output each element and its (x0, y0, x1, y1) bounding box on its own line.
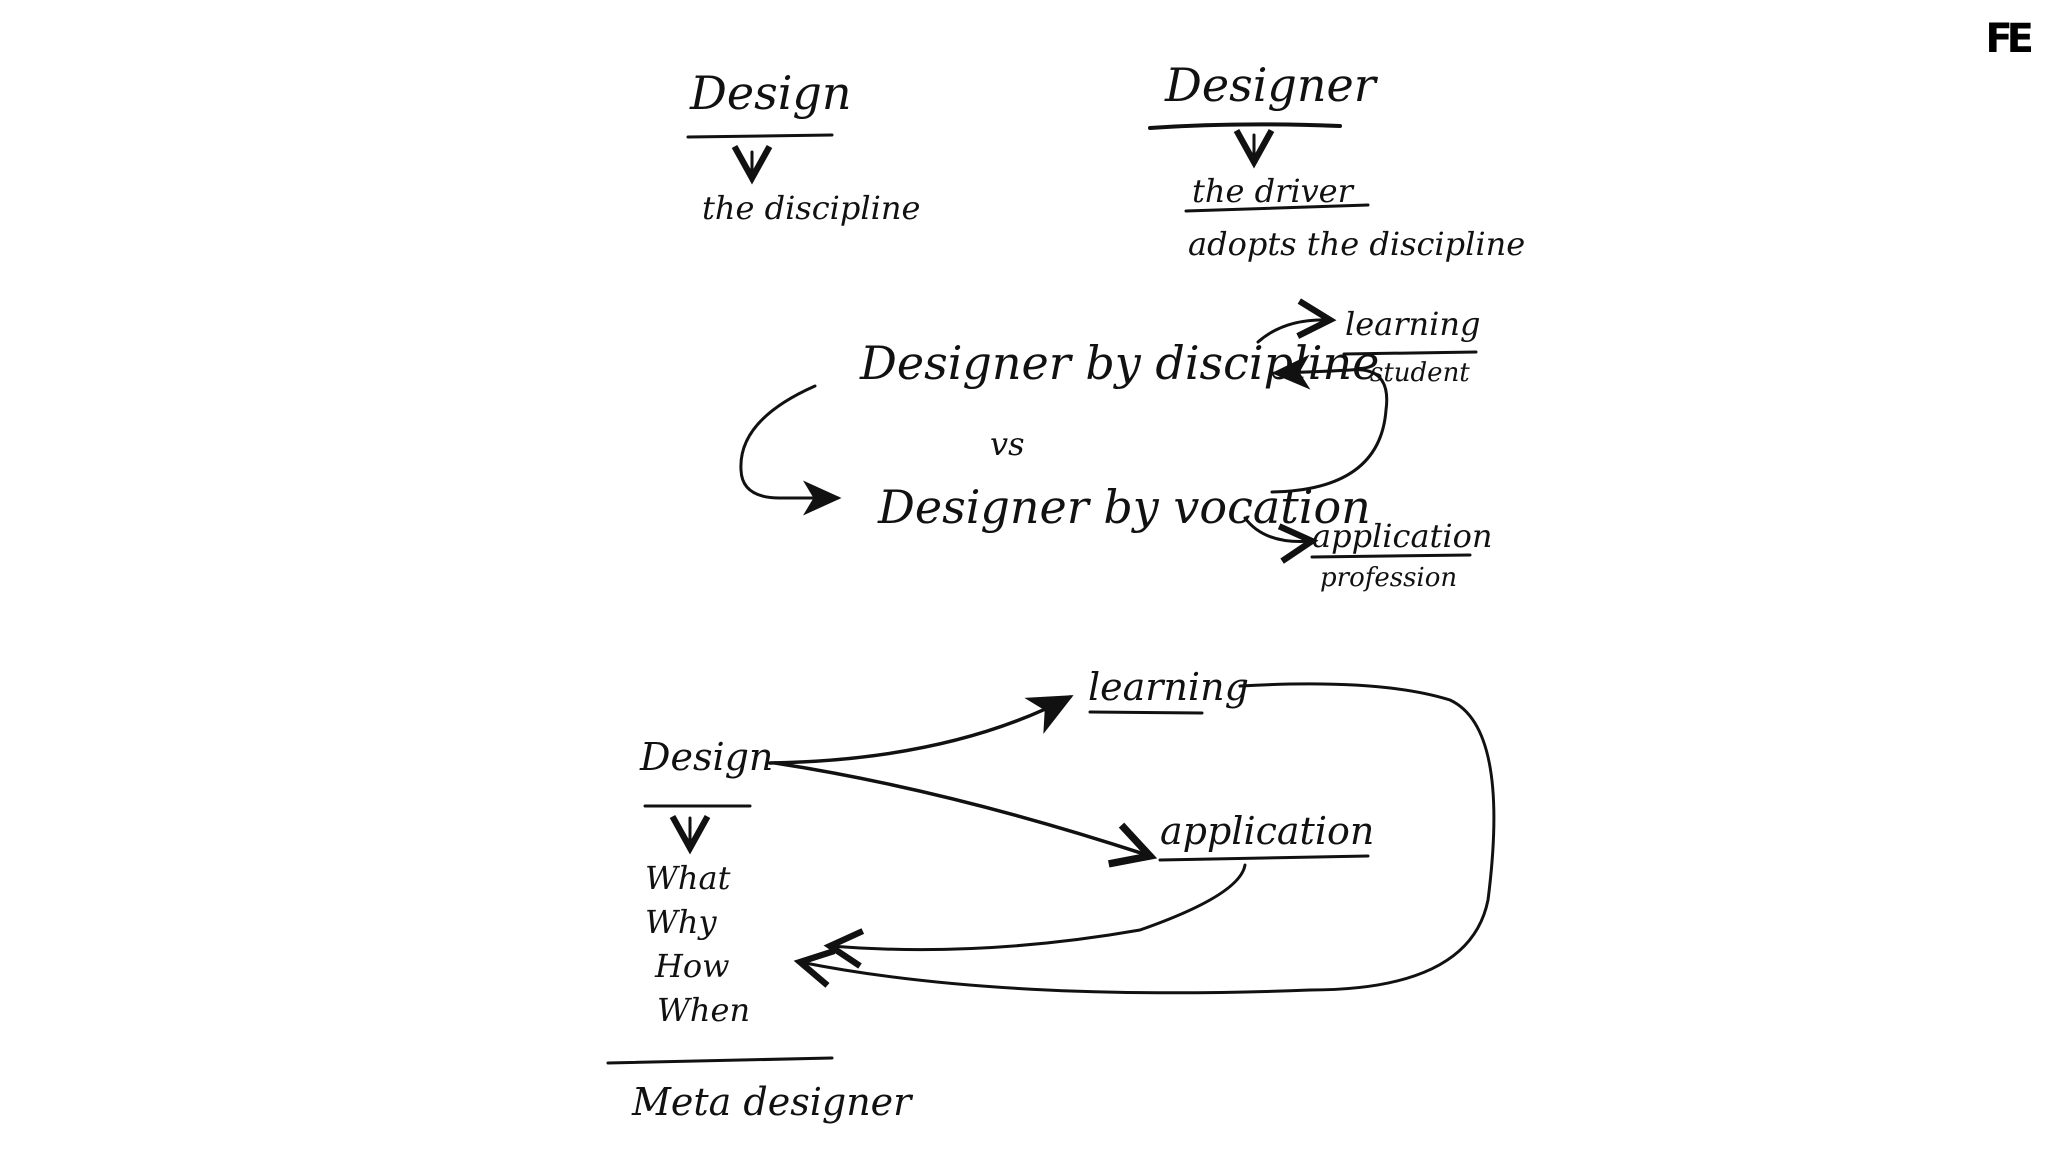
brand-logo: FE (1985, 16, 2034, 62)
discipline-outcome-learning: learning (1345, 305, 1481, 343)
bottom-learning-underline (1088, 710, 1204, 715)
designer-definition: the driver (1192, 172, 1353, 210)
bottom-learning-branch: learning (1088, 665, 1249, 709)
design-term: Design (690, 66, 852, 120)
question-how: How (655, 947, 730, 985)
driver-underline (1184, 203, 1370, 213)
vocation-outcome-application: application (1312, 517, 1493, 555)
design-to-learning-arrow (768, 695, 1074, 765)
vocation-to-discipline-loop (1270, 354, 1389, 494)
design-to-application-arrow (773, 761, 1158, 868)
vocation-role-profession: profession (1320, 563, 1458, 593)
discipline-role-student: student (1370, 358, 1470, 388)
discipline-to-learning-arrow (1256, 298, 1337, 344)
question-when: When (657, 991, 751, 1029)
design-underline (686, 133, 834, 139)
designer-underline (1148, 122, 1342, 130)
application-feedback-loop (823, 863, 1247, 969)
bottom-application-underline (1158, 854, 1370, 862)
bottom-application-branch: application (1160, 809, 1375, 853)
learning-feedback-loop (793, 682, 1496, 995)
discipline-to-vocation-loop (739, 384, 842, 516)
designer-note: adopts the discipline (1188, 225, 1526, 263)
application-underline-top (1310, 553, 1472, 559)
meta-divider (606, 1056, 834, 1065)
question-what: What (645, 859, 731, 897)
designer-term: Designer (1165, 58, 1376, 112)
designer-by-discipline: Designer by discipline (860, 336, 1380, 390)
bottom-design-root: Design (640, 735, 774, 779)
meta-designer-label: Meta designer (632, 1080, 912, 1124)
question-why: Why (645, 903, 717, 941)
design-definition: the discipline (702, 189, 921, 227)
versus-label: vs (990, 425, 1025, 463)
learning-underline (1342, 350, 1478, 356)
vocation-to-application-arrow (1243, 516, 1319, 564)
designer-by-vocation: Designer by vocation (878, 480, 1371, 534)
